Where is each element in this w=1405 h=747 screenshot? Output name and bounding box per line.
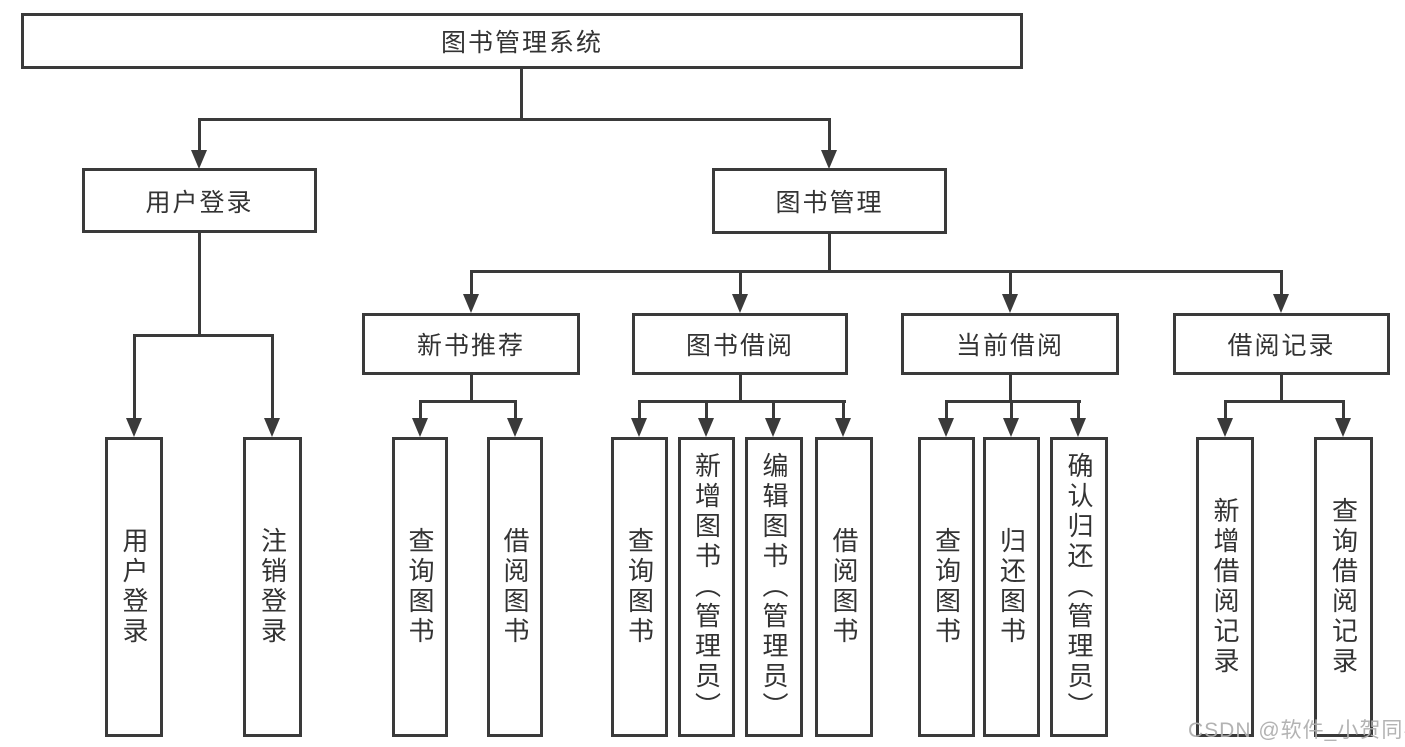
leaf-confirm-return-admin: 确认归还（管理员） bbox=[1050, 437, 1108, 737]
connector-line bbox=[705, 402, 708, 420]
arrowhead-down-icon bbox=[765, 418, 781, 437]
connector-line bbox=[842, 402, 845, 420]
arrowhead-down-icon bbox=[821, 150, 837, 169]
connector-line bbox=[828, 234, 831, 272]
connector-line bbox=[828, 120, 831, 152]
arrowhead-down-icon bbox=[1335, 418, 1351, 437]
connector-line bbox=[470, 270, 1283, 273]
leaf-return-books: 归还图书 bbox=[983, 437, 1040, 737]
leaf-add-book-admin: 新增图书（管理员） bbox=[678, 437, 735, 737]
leaf-add-borrow-record: 新增借阅记录 bbox=[1196, 437, 1254, 737]
connector-line bbox=[739, 272, 742, 296]
connector-line bbox=[772, 402, 775, 420]
connector-line bbox=[419, 402, 422, 420]
connector-line bbox=[638, 402, 641, 420]
node-new-book-recommend: 新书推荐 bbox=[362, 313, 580, 375]
connector-line bbox=[1224, 402, 1227, 420]
connector-line bbox=[1009, 375, 1012, 402]
connector-line bbox=[1010, 402, 1013, 420]
connector-line bbox=[514, 402, 517, 420]
connector-line bbox=[1009, 272, 1012, 296]
arrowhead-down-icon bbox=[1002, 294, 1018, 313]
node-current-borrow: 当前借阅 bbox=[901, 313, 1119, 375]
leaf-borrow-books-borrow: 借阅图书 bbox=[815, 437, 873, 737]
arrowhead-down-icon bbox=[191, 150, 207, 169]
leaf-query-books-current: 查询图书 bbox=[918, 437, 975, 737]
connector-line bbox=[638, 400, 846, 403]
arrowhead-down-icon bbox=[732, 294, 748, 313]
arrowhead-down-icon bbox=[1217, 418, 1233, 437]
node-user-login: 用户登录 bbox=[82, 168, 317, 233]
connector-line bbox=[198, 120, 201, 152]
leaf-edit-book-admin: 编辑图书（管理员） bbox=[745, 437, 803, 737]
leaf-query-borrow-record: 查询借阅记录 bbox=[1314, 437, 1373, 737]
connector-line bbox=[1280, 375, 1283, 402]
connector-line bbox=[945, 400, 1081, 403]
arrowhead-down-icon bbox=[631, 418, 647, 437]
arrowhead-down-icon bbox=[835, 418, 851, 437]
connector-line bbox=[1224, 400, 1345, 403]
connector-line bbox=[1280, 272, 1283, 296]
connector-line bbox=[419, 400, 517, 403]
watermark: CSDN @软件_小贺同学 bbox=[1188, 719, 1405, 742]
arrowhead-down-icon bbox=[938, 418, 954, 437]
connector-line bbox=[133, 334, 274, 337]
arrowhead-down-icon bbox=[698, 418, 714, 437]
connector-line bbox=[470, 375, 473, 402]
arrowhead-down-icon bbox=[507, 418, 523, 437]
leaf-logout: 注销登录 bbox=[243, 437, 302, 737]
arrowhead-down-icon bbox=[1273, 294, 1289, 313]
leaf-query-books-recommend: 查询图书 bbox=[392, 437, 448, 737]
connector-line bbox=[945, 402, 948, 420]
connector-line bbox=[271, 336, 274, 419]
arrowhead-down-icon bbox=[1070, 418, 1086, 437]
node-library-system: 图书管理系统 bbox=[21, 13, 1023, 69]
connector-line bbox=[520, 69, 523, 120]
arrowhead-down-icon bbox=[1003, 418, 1019, 437]
arrowhead-down-icon bbox=[264, 418, 280, 437]
connector-line bbox=[198, 233, 201, 336]
connector-line bbox=[1077, 402, 1080, 420]
leaf-user-login: 用户登录 bbox=[105, 437, 163, 737]
node-book-borrow: 图书借阅 bbox=[632, 313, 848, 375]
connector-line bbox=[133, 336, 136, 419]
leaf-query-books-borrow: 查询图书 bbox=[611, 437, 668, 737]
connector-line bbox=[739, 375, 742, 402]
connector-line bbox=[1342, 402, 1345, 420]
leaf-borrow-books-recommend: 借阅图书 bbox=[487, 437, 543, 737]
arrowhead-down-icon bbox=[412, 418, 428, 437]
connector-line bbox=[198, 118, 831, 121]
arrowhead-down-icon bbox=[463, 294, 479, 313]
node-book-management: 图书管理 bbox=[712, 168, 947, 234]
node-borrow-records: 借阅记录 bbox=[1173, 313, 1390, 375]
arrowhead-down-icon bbox=[126, 418, 142, 437]
connector-line bbox=[470, 272, 473, 296]
